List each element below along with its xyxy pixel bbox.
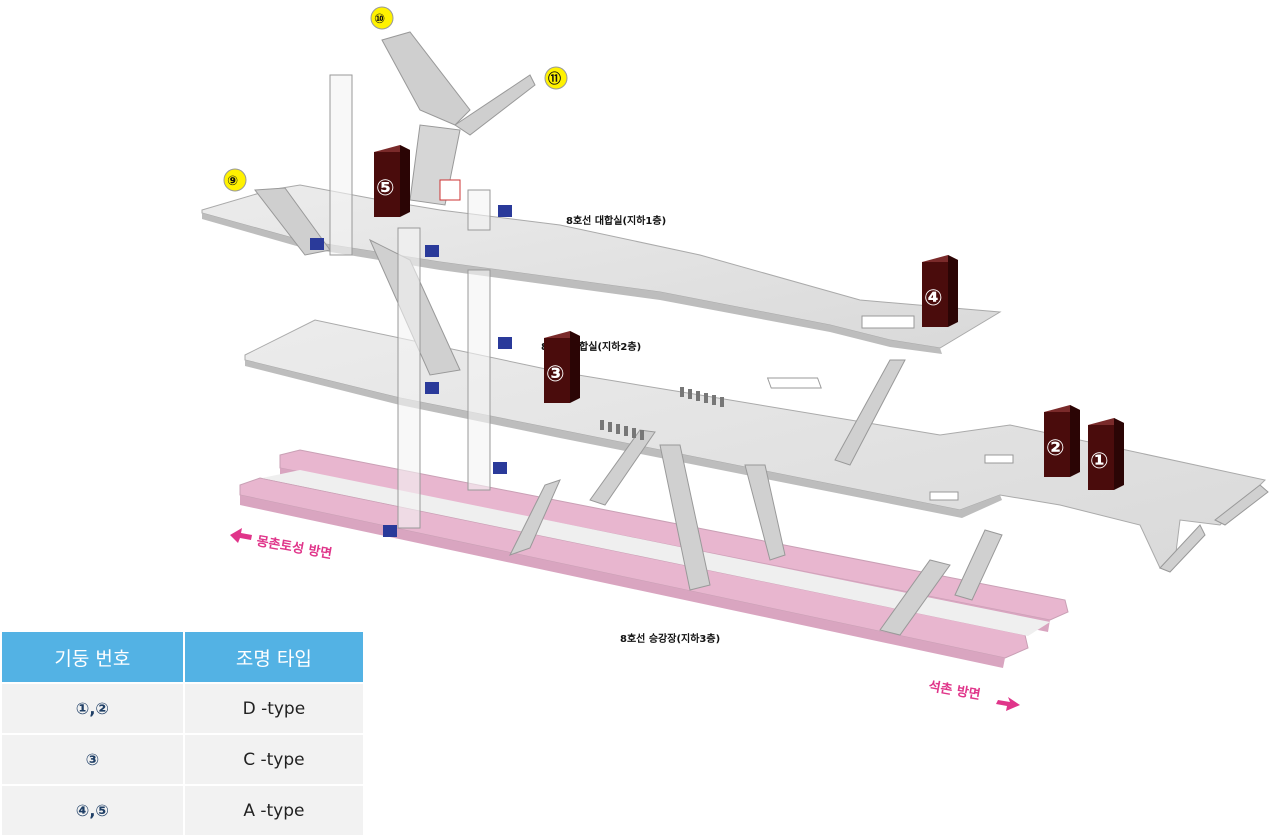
lighting-legend-table: 기둥 번호 조명 타입 ①,② D -type ③ C -type ④,⑤ A …	[2, 632, 363, 835]
exit-number: ⑪	[548, 71, 561, 87]
direction-left: 몽촌토성 방면	[230, 528, 333, 562]
facility-icons	[310, 179, 512, 537]
pillar-number: ④	[924, 286, 943, 311]
arrow-left-icon	[230, 528, 252, 543]
elevator-icon	[425, 245, 439, 257]
type-cell: C -type	[184, 733, 363, 784]
elevator-icon	[425, 382, 439, 394]
pillar-5: ⑤	[374, 145, 410, 217]
b2-concourse	[244, 319, 1269, 636]
exit-badge-10: ⑩	[370, 6, 394, 30]
elevator-icon	[310, 238, 324, 250]
restroom-icon	[439, 179, 461, 201]
pillar-2: ②	[1044, 405, 1080, 477]
pillar-cell: ③	[2, 733, 185, 784]
header-pillar-number: 기둥 번호	[2, 632, 185, 682]
arrow-right-icon	[996, 697, 1020, 711]
floor-label-b1: 8호선 대합실(지하1층)	[566, 214, 666, 227]
elevator-icon	[383, 525, 397, 537]
exit-number: ⑨	[227, 174, 238, 189]
pillar-number: ②	[1046, 436, 1065, 461]
pillar-cell: ①,②	[2, 682, 185, 733]
direction-right: 석촌 방면	[927, 678, 1020, 711]
pillar-4: ④	[922, 255, 958, 327]
elevator-icon	[493, 462, 507, 474]
platform-level	[239, 449, 1069, 668]
legend-header-row: 기둥 번호 조명 타입	[2, 632, 363, 682]
header-lighting-type: 조명 타입	[184, 632, 363, 682]
elevator-icon	[498, 337, 512, 349]
floor-label-b3: 8호선 승강장(지하3층)	[620, 632, 720, 645]
table-row: ④,⑤ A -type	[2, 784, 363, 835]
type-cell: A -type	[184, 784, 363, 835]
direction-left-label: 몽촌토성 방면	[255, 533, 333, 562]
pillar-3: ③	[544, 331, 580, 403]
exit-number: ⑩	[374, 12, 385, 27]
pillar-number: ①	[1090, 449, 1109, 474]
type-cell: D -type	[184, 682, 363, 733]
exit-badge-11: ⑪	[544, 66, 568, 90]
pillar-1: ①	[1088, 418, 1124, 490]
elevator-shafts	[329, 74, 491, 529]
pillar-number: ③	[546, 362, 565, 387]
pillar-cell: ④,⑤	[2, 784, 185, 835]
table-row: ③ C -type	[2, 733, 363, 784]
elevator-icon	[498, 205, 512, 217]
exit-badge-9: ⑨	[223, 168, 247, 192]
b1-concourse	[201, 31, 1002, 466]
direction-right-label: 석촌 방면	[927, 678, 981, 703]
pillar-number: ⑤	[376, 176, 395, 201]
table-row: ①,② D -type	[2, 682, 363, 733]
